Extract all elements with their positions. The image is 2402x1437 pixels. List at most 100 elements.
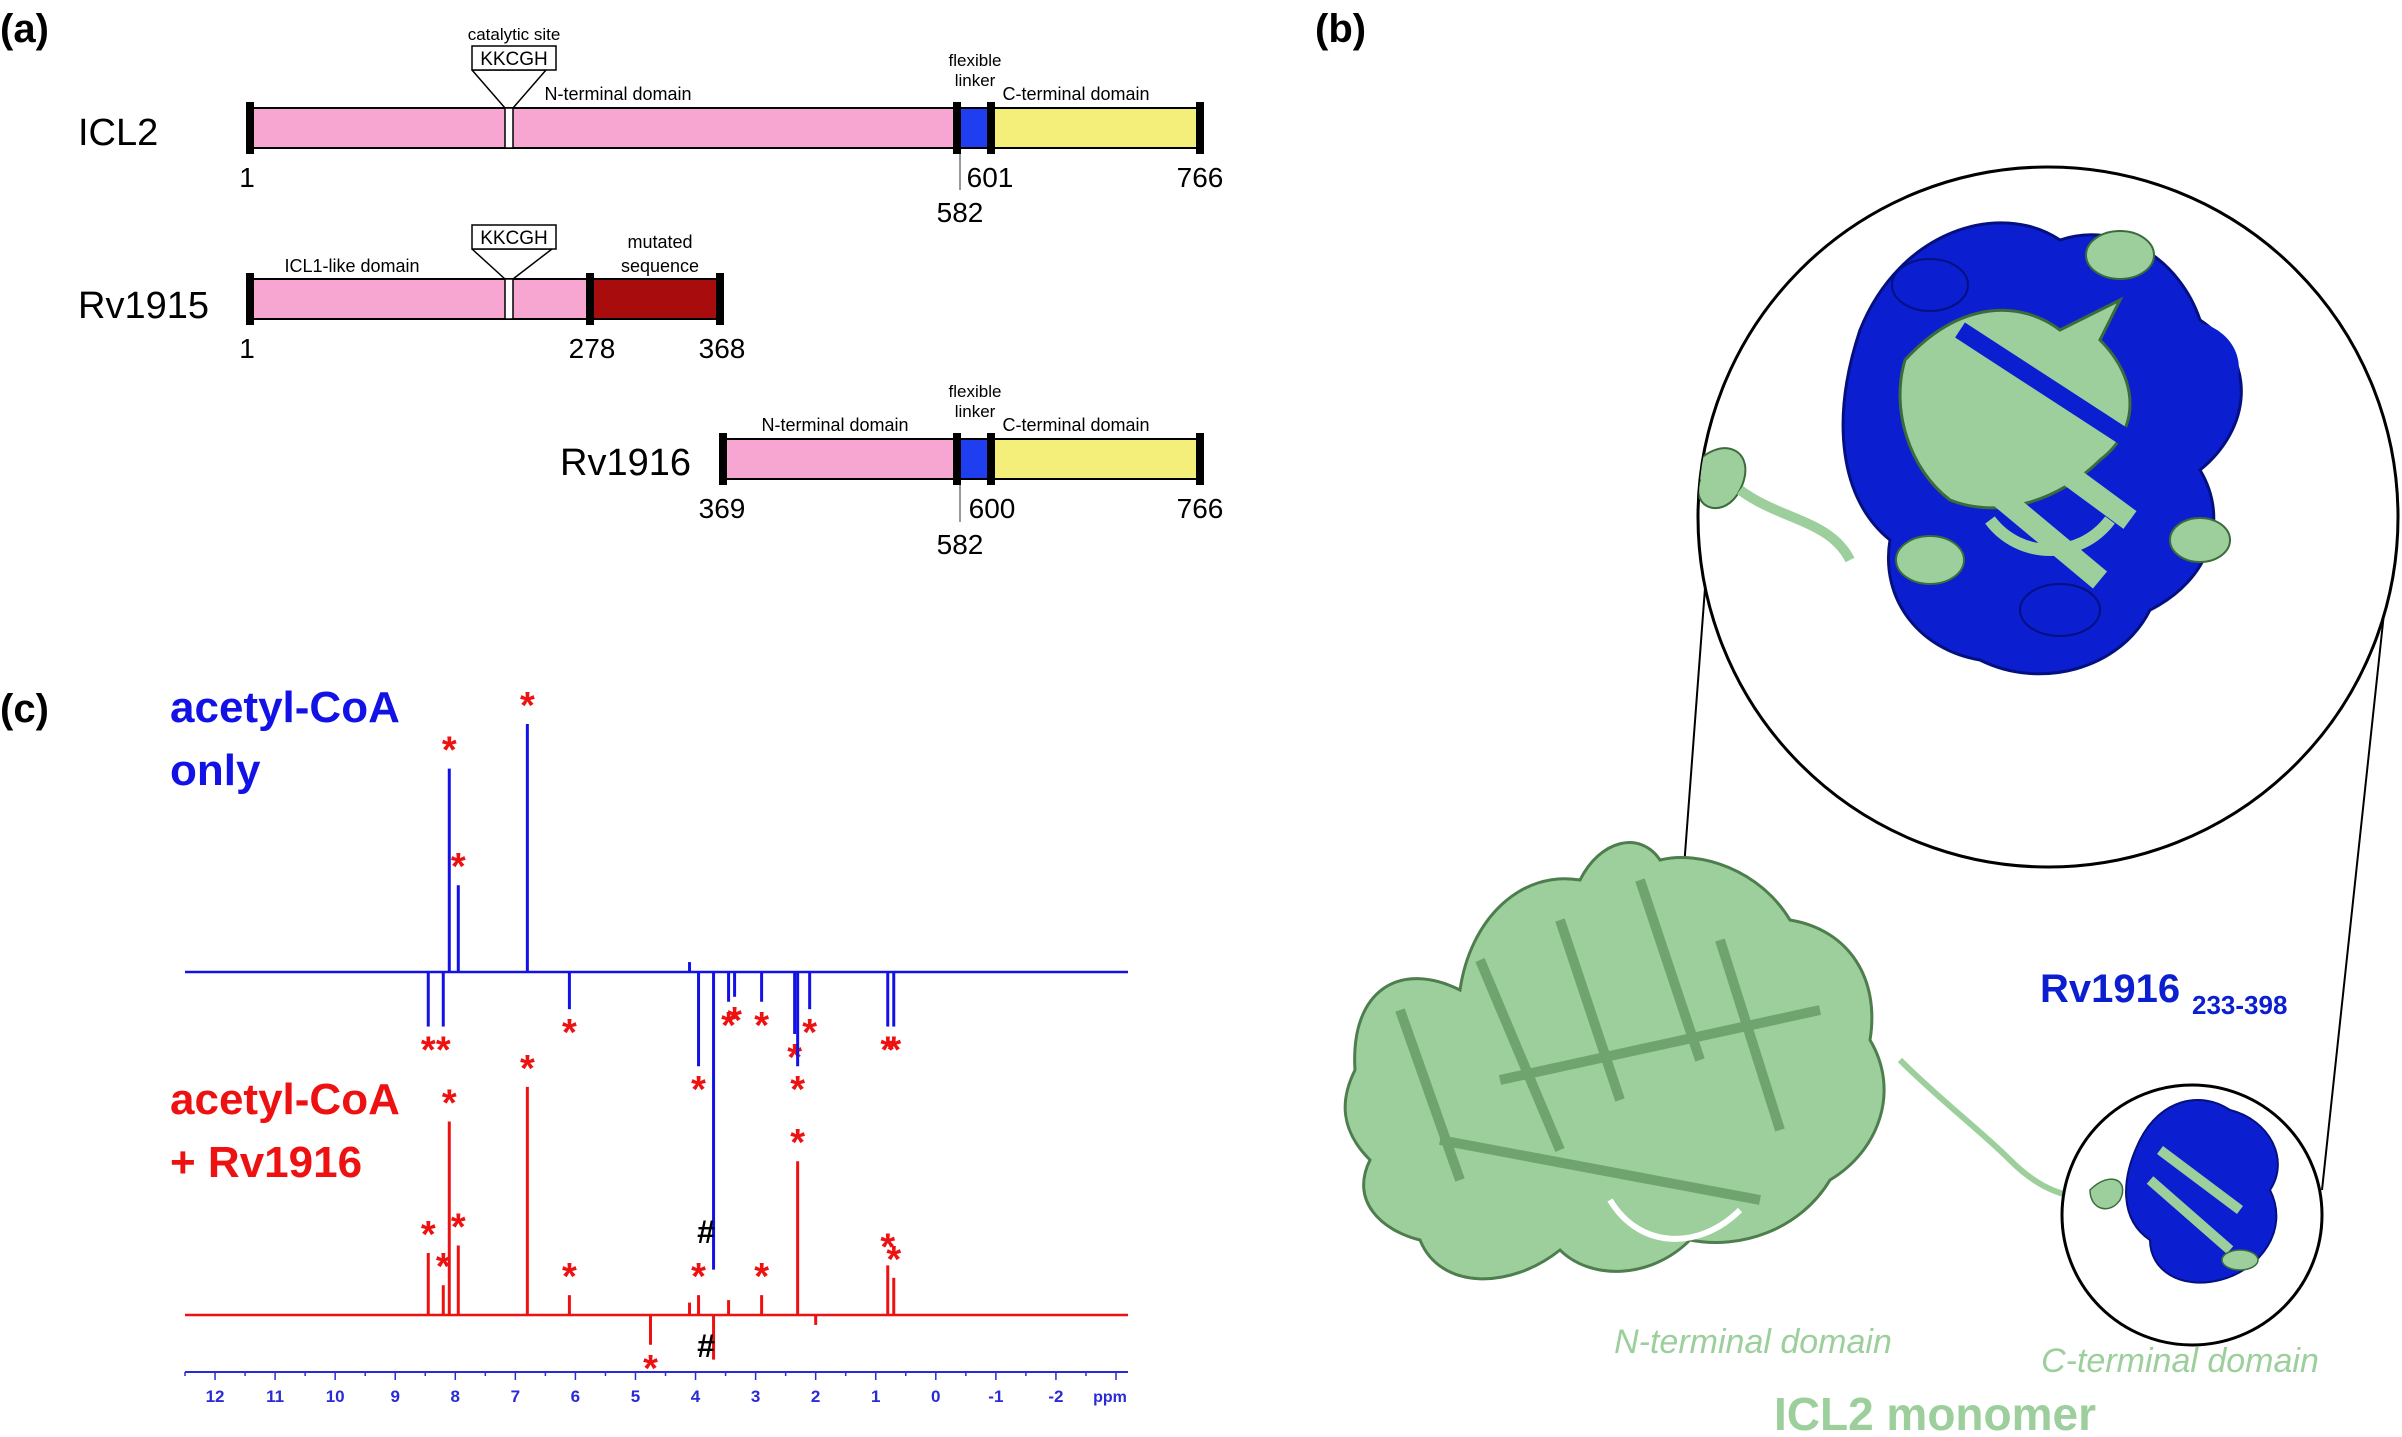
rv1916-linker-bar bbox=[956, 438, 992, 480]
rv1916-pos-end: 766 bbox=[1177, 493, 1224, 524]
peak-star-0-13: * bbox=[790, 1069, 805, 1111]
ppm-tick-label-9: 3 bbox=[751, 1387, 760, 1406]
rv1916-pos-linker-end: 600 bbox=[969, 493, 1016, 524]
rv1915-domain-label: ICL1-like domain bbox=[284, 256, 419, 276]
peak-star-1-4: * bbox=[520, 1048, 535, 1090]
nmr-label-top-2: only bbox=[170, 746, 261, 795]
nmr-label-top-1: acetyl-CoA bbox=[170, 683, 400, 732]
rv1915-motif-callout bbox=[471, 248, 555, 280]
icl2-catalytic-site-marker bbox=[504, 107, 514, 149]
rv1915-mutated-bar bbox=[589, 278, 721, 320]
nmr-label-bottom-2: + Rv1916 bbox=[170, 1138, 362, 1187]
zoom-circle-small bbox=[2060, 1083, 2324, 1347]
rv1916-end-marker bbox=[1196, 433, 1204, 485]
panel-label-a: (a) bbox=[0, 7, 49, 51]
icl2-end-marker bbox=[1196, 102, 1204, 154]
icl2-pos-start: 1 bbox=[239, 162, 255, 193]
rv1915-mid-marker bbox=[586, 273, 594, 325]
ppm-tick-label-3: 9 bbox=[390, 1387, 399, 1406]
peak-star-1-0: * bbox=[421, 1214, 436, 1256]
superposed-c-domain-zoom bbox=[1698, 221, 2243, 676]
rv1915-pos-mid: 278 bbox=[569, 333, 616, 364]
rv1916-start-marker bbox=[719, 433, 727, 485]
icl2-n-domain-label: N-terminal domain bbox=[544, 84, 691, 104]
zoom-circle-large bbox=[1696, 165, 2400, 869]
rv1916-n-domain-bar bbox=[722, 438, 958, 480]
ppm-tick-label-14: -2 bbox=[1048, 1387, 1063, 1406]
peak-star-1-6: * bbox=[643, 1348, 658, 1390]
ppm-tick-label-10: 2 bbox=[811, 1387, 820, 1406]
icl2-n-domain-bar bbox=[249, 107, 958, 149]
peak-star-0-2: * bbox=[442, 730, 457, 772]
rv1915-start-marker bbox=[246, 273, 254, 325]
peak-star-1-14: * bbox=[880, 1226, 895, 1268]
flexible-linker-trace bbox=[1897, 1057, 2091, 1200]
rv1915-pos-start: 1 bbox=[239, 333, 255, 364]
rv1915-motif-text: KKCGH bbox=[480, 228, 548, 249]
rv1915-motif-box bbox=[471, 224, 557, 250]
protein-name-rv1916: Rv1916 bbox=[560, 442, 691, 484]
peak-star-1-15: * bbox=[886, 1239, 901, 1281]
peak-star-0-1: * bbox=[436, 1030, 451, 1072]
rv1916-c-domain-bar bbox=[990, 438, 1201, 480]
catalytic-site-label: catalytic site bbox=[468, 25, 561, 44]
rv1915-pos-end: 368 bbox=[699, 333, 746, 364]
peak-star-0-16: * bbox=[886, 1030, 901, 1072]
n-domain-structure-label: N-terminal domain bbox=[1614, 1323, 1892, 1361]
icl2-monomer-n-domain bbox=[1343, 841, 1886, 1281]
icl2-pos-linker-end: 601 bbox=[967, 162, 1014, 193]
hash-mark-top: # bbox=[697, 1214, 715, 1250]
panel-label-c: (c) bbox=[0, 687, 49, 731]
protein-name-icl2: ICL2 bbox=[78, 112, 158, 154]
peak-star-0-9: * bbox=[721, 1005, 736, 1047]
ppm-tick-label-7: 5 bbox=[631, 1387, 640, 1406]
icl2-linker-start-marker bbox=[953, 102, 961, 154]
peak-star-1-2: * bbox=[442, 1083, 457, 1125]
rv1915-mutated-label-2: sequence bbox=[621, 256, 699, 276]
ppm-axis-unit: ppm bbox=[1093, 1389, 1127, 1406]
icl2-c-domain-bar bbox=[990, 107, 1201, 149]
rv1915-mutated-label-1: mutated bbox=[627, 232, 692, 252]
nmr-label-bottom-1: acetyl-CoA bbox=[170, 1075, 400, 1124]
icl2-pos-end: 766 bbox=[1177, 162, 1224, 193]
ppm-tick-label-4: 8 bbox=[451, 1387, 460, 1406]
rv1916-linker-label-1: flexible bbox=[949, 382, 1002, 401]
icl2-c-domain-label: C-terminal domain bbox=[1002, 84, 1149, 104]
ppm-tick-label-5: 7 bbox=[511, 1387, 520, 1406]
peak-star-0-15: * bbox=[880, 1030, 895, 1072]
zoom-line-bottom bbox=[2321, 519, 2395, 1191]
rv1916-c-domain-label: C-terminal domain bbox=[1002, 415, 1149, 435]
peak-star-0-7: * bbox=[691, 1069, 706, 1111]
structure-panel: Rv1916 233-398 N-terminal domain C-termi… bbox=[1343, 165, 2400, 1437]
ppm-tick-label-11: 1 bbox=[871, 1387, 880, 1406]
peak-star-0-14: * bbox=[802, 1012, 817, 1054]
c-domain-structure-label: C-terminal domain bbox=[2041, 1342, 2319, 1380]
icl2-motif-callout bbox=[471, 69, 548, 109]
peak-star-0-4: * bbox=[520, 685, 535, 727]
peak-star-1-8: * bbox=[691, 1256, 706, 1298]
rv1915-catalytic-site-marker bbox=[504, 278, 514, 320]
nmr-panel: acetyl-CoA only acetyl-CoA + Rv1916 ****… bbox=[170, 683, 1128, 1406]
peak-star-0-0: * bbox=[421, 1030, 436, 1072]
zoom-label-main: Rv1916 bbox=[2040, 967, 2180, 1011]
domain-map-rv1915: Rv1915 KKCGH ICL1-like domain mutated se… bbox=[78, 224, 746, 364]
domain-map-rv1916: Rv1916 N-terminal domain flexible linker… bbox=[560, 382, 1223, 560]
ppm-tick-label-12: 0 bbox=[931, 1387, 940, 1406]
rv1916-pos-start: 369 bbox=[699, 493, 746, 524]
rv1916-linker-label-2: linker bbox=[955, 402, 996, 421]
rv1916-linker-end-marker bbox=[987, 433, 995, 485]
ppm-tick-label-8: 4 bbox=[691, 1387, 701, 1406]
domain-map-icl2: ICL2 KKCGH catalytic site N-terminal dom… bbox=[78, 25, 1223, 228]
icl2-linker-label-2: linker bbox=[955, 71, 996, 90]
ppm-tick-label-6: 6 bbox=[571, 1387, 580, 1406]
superposed-c-domain-small bbox=[2089, 1099, 2279, 1284]
peak-star-1-5: * bbox=[562, 1256, 577, 1298]
rv1916-n-domain-label: N-terminal domain bbox=[761, 415, 908, 435]
peak-star-1-12: * bbox=[790, 1122, 805, 1164]
icl2-linker-label-1: flexible bbox=[949, 51, 1002, 70]
zoom-label-subscript: 233-398 bbox=[2192, 990, 2287, 1020]
rv1916-linker-start-marker bbox=[953, 433, 961, 485]
hash-mark-bottom: # bbox=[697, 1328, 715, 1364]
icl2-motif-box bbox=[471, 45, 557, 71]
